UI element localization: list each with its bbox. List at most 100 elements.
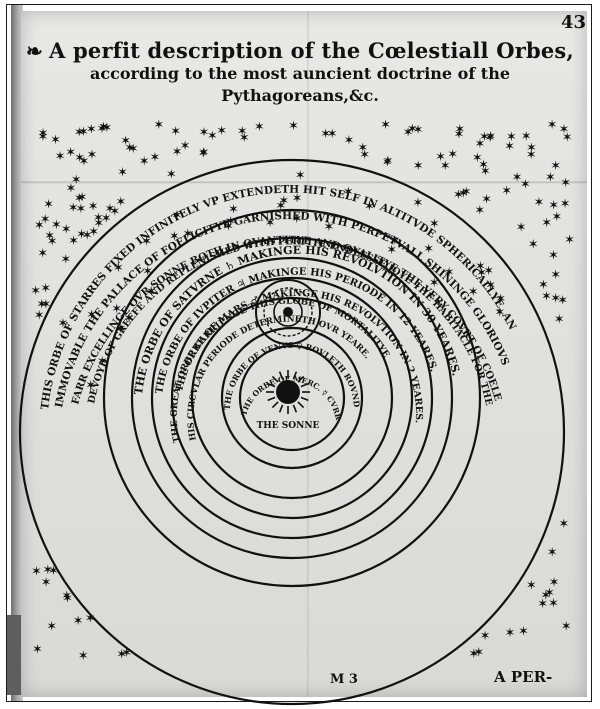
- star-icon: ✶: [109, 204, 120, 219]
- star-icon: ✶: [547, 545, 558, 560]
- star-icon: ✶: [46, 620, 57, 635]
- star-icon: ✶: [77, 190, 88, 205]
- star-icon: ✶: [538, 278, 549, 293]
- star-icon: ✶: [495, 292, 506, 307]
- star-icon: ✶: [115, 322, 126, 337]
- star-icon: ✶: [60, 253, 71, 268]
- sun-ray: [300, 396, 309, 402]
- star-icon: ✶: [36, 298, 47, 313]
- star-icon: ✶: [435, 150, 446, 165]
- orb-fixed-stars: [102, 208, 482, 588]
- star-icon: ✶: [504, 140, 515, 155]
- star-icon: ✶: [146, 284, 157, 299]
- star-icon: ✶: [382, 155, 393, 170]
- star-icon: ✶: [458, 187, 469, 202]
- sun-label: THE SONNE: [257, 421, 320, 431]
- star-icon: ✶: [534, 196, 545, 211]
- star-icon: ✶: [142, 265, 153, 280]
- star-icon: ✶: [468, 647, 479, 662]
- star-icon: ✶: [102, 121, 113, 136]
- star-icon: ✶: [82, 229, 93, 244]
- star-icon: ✶: [51, 218, 62, 233]
- star-icon: ✶: [40, 281, 51, 296]
- star-icon: ✶: [444, 266, 455, 281]
- star-icon: ✶: [76, 202, 87, 217]
- star-icon: ✶: [278, 194, 289, 209]
- star-icon: ✶: [485, 130, 496, 145]
- book-edge-left: [11, 5, 23, 701]
- star-icon: ✶: [41, 298, 52, 313]
- star-icon: ✶: [386, 243, 397, 258]
- star-icon: ✶: [86, 308, 97, 323]
- star-icon: ✶: [74, 192, 85, 207]
- star-icon: ✶: [97, 122, 108, 137]
- star-icon: ✶: [34, 219, 45, 234]
- star-icon: ✶: [78, 125, 89, 140]
- star-icon: ✶: [537, 597, 548, 612]
- star-icon: ✶: [478, 158, 489, 173]
- star-icon: ✶: [505, 626, 516, 641]
- star-icon: ✶: [172, 208, 183, 223]
- catchword: A PER-: [494, 668, 553, 686]
- sun-icon: [266, 370, 310, 414]
- title-line-2: according to the most auncient doctrine …: [89, 64, 511, 83]
- star-icon: ✶: [265, 216, 276, 231]
- star-icon: ✶: [66, 182, 77, 197]
- star-icon: ✶: [31, 564, 42, 579]
- star-icon: ✶: [327, 127, 338, 142]
- star-icon: ✶: [512, 171, 523, 186]
- star-icon: ✶: [68, 234, 79, 249]
- star-icon: ✶: [120, 134, 131, 149]
- star-icon: ✶: [413, 159, 424, 174]
- sun-ray: [297, 375, 305, 383]
- star-icon: ✶: [475, 259, 486, 274]
- star-icon: ✶: [429, 276, 440, 291]
- star-icon: ✶: [169, 230, 180, 245]
- star-icon: ✶: [74, 125, 85, 140]
- title-line-3: Pythagoreans,&c.: [221, 86, 379, 105]
- star-icon: ✶: [501, 184, 512, 199]
- star-icon: ✶: [453, 188, 464, 203]
- star-icon: ✶: [55, 149, 66, 164]
- star-icon: ✶: [199, 126, 210, 141]
- star-icon: ✶: [320, 127, 331, 142]
- star-icon: ✶: [344, 133, 355, 148]
- fleuron-ornament-icon: ❧: [26, 39, 44, 63]
- star-icon: ✶: [153, 118, 164, 133]
- orb-circles: [18, 158, 566, 706]
- star-icon: ✶: [520, 177, 531, 192]
- star-icon: ✶: [562, 131, 573, 146]
- paper-page: [21, 11, 587, 697]
- star-icon: ✶: [548, 198, 559, 213]
- star-icon: ✶: [88, 199, 99, 214]
- star-icon: ✶: [516, 221, 527, 236]
- star-icon: ✶: [343, 185, 354, 200]
- star-icon: ✶: [62, 591, 73, 606]
- star-icon: ✶: [73, 614, 84, 629]
- orb-mercury: [238, 344, 346, 452]
- star-icon: ✶: [38, 127, 49, 142]
- orb-jupiter: [150, 256, 434, 540]
- star-icon: ✶: [407, 122, 418, 137]
- star-icon: ✶: [474, 203, 485, 218]
- star-icon: ✶: [139, 155, 150, 170]
- star-icon: ✶: [128, 142, 139, 157]
- star-icon: ✶: [79, 154, 90, 169]
- star-icon: ✶: [101, 212, 112, 227]
- orb-mars: [170, 276, 414, 520]
- star-icon: ✶: [540, 589, 551, 604]
- star-icon: ✶: [292, 191, 303, 206]
- star-icon: ✶: [115, 195, 126, 210]
- star-icon: ✶: [76, 228, 87, 243]
- star-icon: ✶: [65, 145, 76, 160]
- sun-ray: [271, 375, 279, 383]
- star-icon: ✶: [480, 165, 491, 180]
- star-icon: ✶: [182, 227, 193, 242]
- star-icon: ✶: [548, 249, 559, 264]
- star-icon: ✶: [541, 216, 552, 231]
- star-icon: ✶: [48, 564, 59, 579]
- earth-globe-with-moon: [255, 279, 321, 345]
- sun-ray: [267, 396, 276, 402]
- star-icon: ✶: [170, 124, 181, 139]
- star-icon: ✶: [124, 141, 135, 156]
